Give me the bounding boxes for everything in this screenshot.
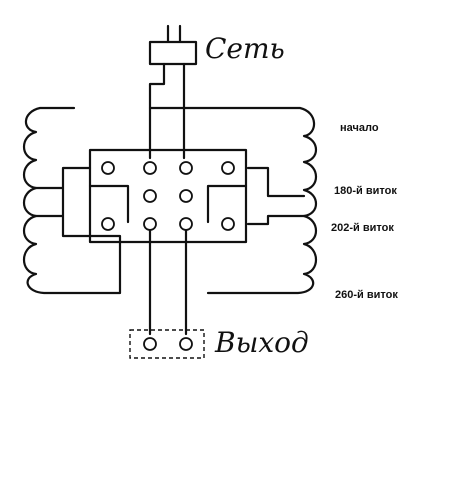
right-coil bbox=[148, 106, 318, 295]
terminal-bl bbox=[101, 217, 115, 231]
left-coil bbox=[22, 106, 122, 295]
terminal-bc2 bbox=[179, 217, 193, 231]
start-label: начало bbox=[340, 122, 379, 134]
right-tap-wire-202 bbox=[246, 214, 306, 226]
tap-260-label: 260-й виток bbox=[335, 289, 398, 301]
output-wires bbox=[148, 228, 188, 336]
left-tap-wire bbox=[34, 186, 64, 218]
tap-202-label: 202-й виток bbox=[331, 222, 394, 234]
terminal-br bbox=[221, 217, 235, 231]
terminal-tr bbox=[221, 161, 235, 175]
right-tap-wire-180 bbox=[246, 166, 306, 198]
terminal-board-inner bbox=[88, 184, 248, 224]
terminal-board bbox=[88, 148, 248, 244]
network-cord bbox=[148, 62, 186, 160]
network-plug bbox=[148, 24, 198, 66]
terminal-tl bbox=[101, 161, 115, 175]
terminal-tc2 bbox=[179, 161, 193, 175]
output-terminal-2 bbox=[179, 337, 193, 351]
tap-180-label: 180-й виток bbox=[334, 185, 397, 197]
terminal-mc2 bbox=[179, 189, 193, 203]
terminal-mc1 bbox=[143, 189, 157, 203]
terminal-bc1 bbox=[143, 217, 157, 231]
network-label: Сеть bbox=[205, 32, 285, 65]
output-connector bbox=[129, 329, 205, 359]
output-label: Выход bbox=[214, 326, 309, 359]
terminal-tc1 bbox=[143, 161, 157, 175]
output-terminal-1 bbox=[143, 337, 157, 351]
